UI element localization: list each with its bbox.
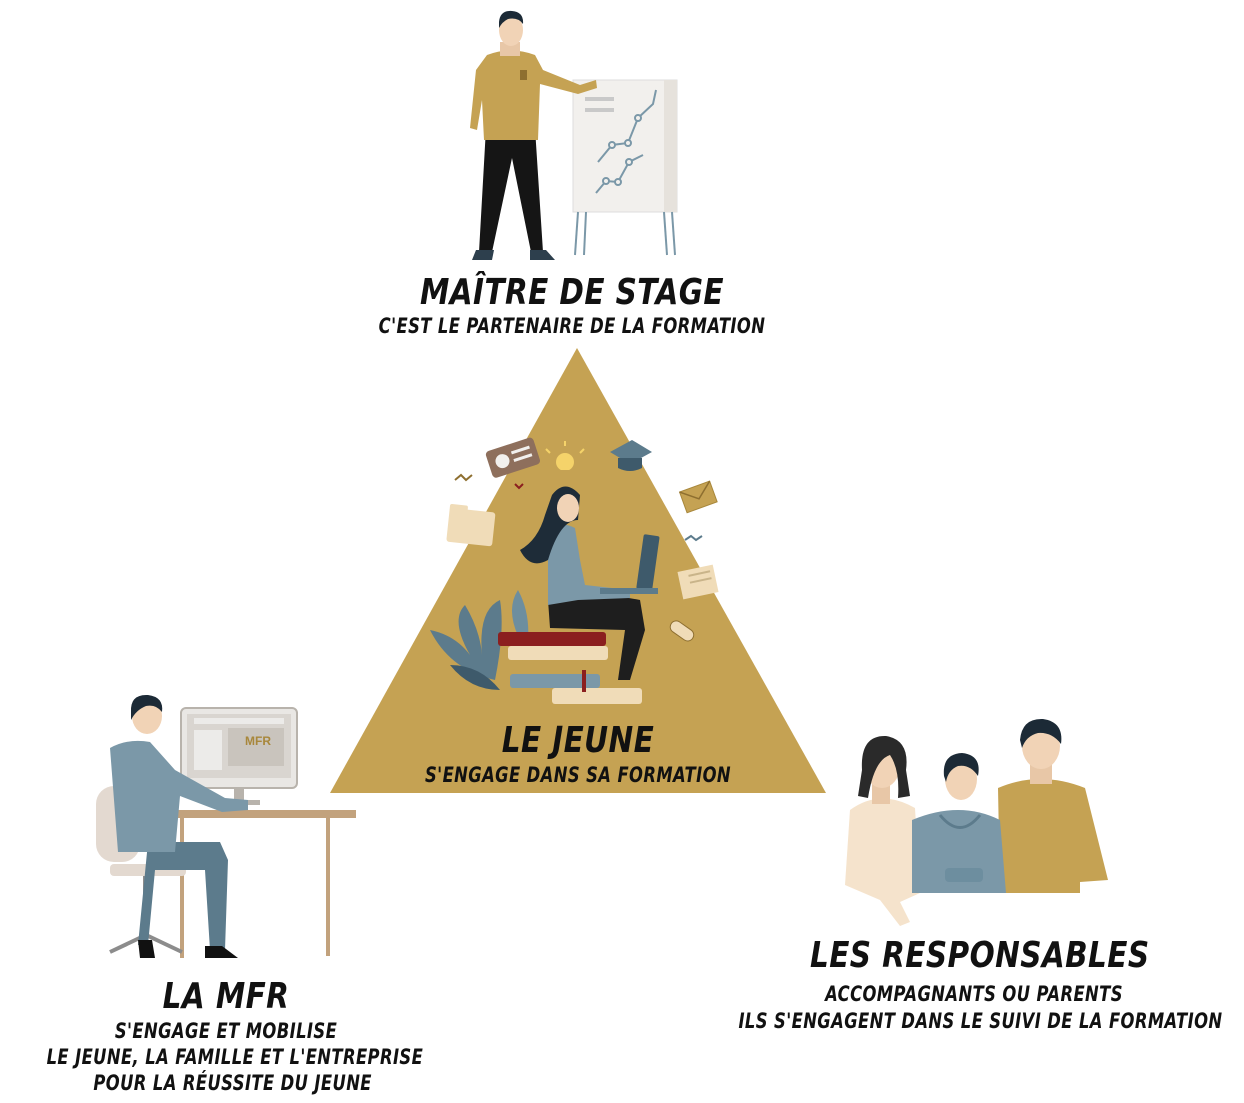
book-3	[520, 660, 590, 674]
maitre-subtitle: C'EST LE PARTENAIRE DE LA FORMATION	[378, 314, 766, 338]
jeune-title: LE JEUNE	[501, 720, 655, 761]
diploma-icon	[669, 620, 695, 642]
mfr-title: LA MFR	[162, 976, 290, 1017]
responsables-line-1: ACCOMPAGNANTS OU PARENTS	[825, 982, 1123, 1006]
responsables-title: LES RESPONSABLES	[810, 935, 1150, 976]
id-card-icon	[485, 437, 541, 478]
student-torso	[548, 524, 630, 605]
student-illustration	[430, 437, 719, 704]
presenter-illustration	[470, 10, 678, 260]
presenter-head	[499, 14, 523, 46]
book-1	[498, 632, 606, 646]
user-torso	[110, 740, 248, 852]
mother-body	[845, 798, 920, 926]
mfr-illustration	[96, 694, 356, 958]
presenter-legs	[479, 128, 543, 252]
graduation-cap-icon	[610, 440, 652, 471]
jeune-subtitle: S'ENGAGE DANS SA FORMATION	[424, 763, 732, 787]
screen-logo: MFR	[245, 734, 271, 748]
book-4	[510, 674, 600, 688]
book-5	[552, 688, 642, 704]
responsables-line-2: ILS S'ENGAGENT DANS LE SUIVI DE LA FORMA…	[738, 1009, 1223, 1033]
user-legs	[138, 842, 228, 950]
flipchart-shadow	[664, 80, 677, 212]
mfr-line-3: POUR LA RÉUSSITE DU JEUNE	[93, 1071, 372, 1095]
mfr-line-2: LE JEUNE, LA FAMILLE ET L'ENTREPRISE	[46, 1045, 424, 1069]
laptop-screen	[636, 534, 660, 591]
documents-icon	[677, 564, 719, 600]
student-legs	[548, 595, 645, 680]
flipchart-board	[572, 79, 678, 213]
presenter-torso	[470, 50, 597, 140]
lightbulb-icon	[545, 441, 585, 476]
maitre-title: MAÎTRE DE STAGE	[420, 272, 724, 313]
father-body	[998, 779, 1108, 893]
mfr-line-1: S'ENGAGE ET MOBILISE	[114, 1019, 338, 1043]
student-head	[557, 494, 579, 522]
plant-left	[430, 600, 502, 680]
envelope-icon	[678, 480, 718, 514]
folder-icon	[446, 504, 496, 547]
desk-top	[172, 810, 356, 818]
book-2	[508, 646, 608, 660]
family-illustration	[845, 718, 1108, 926]
presenter-shoes	[472, 250, 555, 260]
